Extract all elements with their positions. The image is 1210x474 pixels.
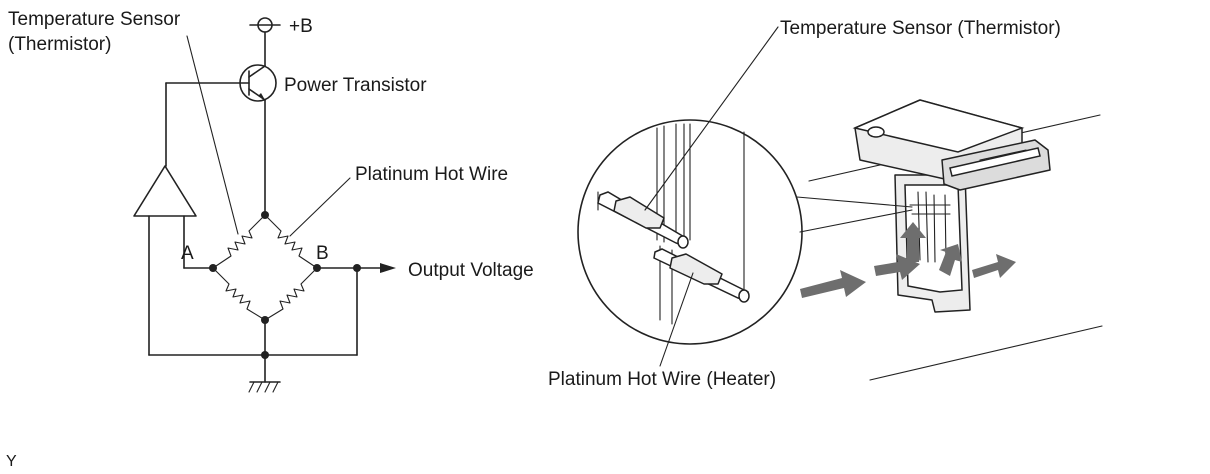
supply-terminal (249, 17, 281, 67)
thermistor-element (597, 191, 689, 249)
temp-sensor-label-line2: (Thermistor) (8, 34, 111, 55)
power-transistor-label: Power Transistor (284, 75, 427, 96)
platinum-hot-wire-leader (289, 177, 351, 237)
pipe-lower-line (869, 325, 1103, 381)
circuit-schematic: +B Power Transistor (8, 9, 534, 393)
airflow-arrows (800, 222, 1016, 298)
junction-a (209, 264, 217, 272)
airflow-arrow-in (800, 270, 866, 298)
sensor-illustration: Temperature Sensor (Thermistor) Platinum… (548, 18, 1103, 390)
air-flow-meter-body (852, 99, 1051, 313)
airflow-arrow-out (972, 254, 1016, 278)
output-voltage-label: Output Voltage (408, 260, 534, 281)
thermistor-leader (644, 26, 779, 211)
junction-top (261, 211, 269, 219)
thermistor-label: Temperature Sensor (Thermistor) (780, 18, 1061, 39)
airflow-arrow-up (900, 222, 926, 262)
temp-sensor-label-line1: Temperature Sensor (8, 9, 181, 30)
temp-sensor-leader (186, 35, 239, 235)
airflow-arrow-side (939, 244, 962, 276)
wheatstone-bridge (148, 214, 396, 393)
heater-leader (659, 272, 694, 367)
node-a-label: A (181, 243, 194, 264)
op-amp-symbol (133, 82, 197, 356)
junction-output (353, 264, 361, 272)
platinum-hot-wire-label: Platinum Hot Wire (355, 164, 508, 185)
junction-ground (261, 351, 269, 359)
junction-bottom (261, 316, 269, 324)
junction-b (313, 264, 321, 272)
node-b-label: B (316, 243, 329, 264)
magnified-detail (577, 119, 913, 345)
heater-element (653, 248, 750, 303)
plus-b-label: +B (289, 16, 313, 37)
heater-label: Platinum Hot Wire (Heater) (548, 369, 776, 390)
power-transistor-symbol (165, 64, 277, 216)
figure-code-mark: Y (6, 453, 17, 470)
